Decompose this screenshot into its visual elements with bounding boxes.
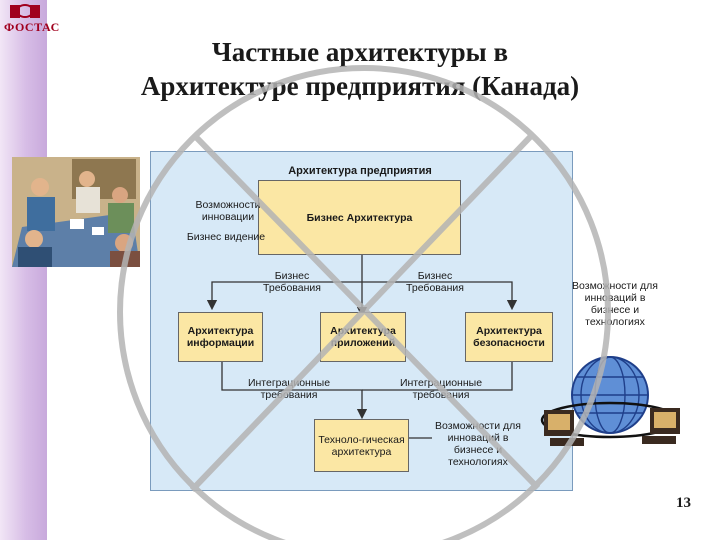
vision-label: Бизнес видение: [186, 231, 266, 243]
integration-requirements-right: Интеграционные требования: [399, 377, 483, 401]
title-line-1: Частные архитектуры в: [211, 37, 509, 67]
business-architecture-box: Бизнес Архитектура: [258, 180, 461, 255]
page-number: 13: [676, 495, 691, 511]
title-line-2: Архитектуре предприятия (Канада): [140, 71, 580, 101]
panel-title: Архитектура предприятия: [288, 165, 432, 177]
business-requirements-right: Бизнес Требования: [406, 270, 464, 294]
slide-title: Частные архитектуры в Архитектуре предпр…: [60, 35, 660, 103]
logo-text: ФОСТАС: [4, 20, 60, 34]
meeting-clipart: [12, 157, 140, 267]
integration-requirements-left: Интеграционные требования: [247, 377, 331, 401]
business-requirements-left: Бизнес Требования: [263, 270, 321, 294]
application-architecture-box: Архитектура приложений: [320, 312, 406, 362]
globe-network-clipart: [540, 356, 680, 446]
slide-sidebar: [0, 0, 47, 540]
technology-architecture-box: Техноло-гическая архитектура: [314, 419, 409, 472]
innovation-label: Возможности инновации: [195, 199, 261, 223]
innovations-right-label: Возможности для инноваций в бизнесе и те…: [572, 280, 658, 328]
information-architecture-box: Архитектура информации: [178, 312, 263, 362]
innovations-bottom-label: Возможности для инноваций в бизнесе и те…: [435, 420, 521, 468]
